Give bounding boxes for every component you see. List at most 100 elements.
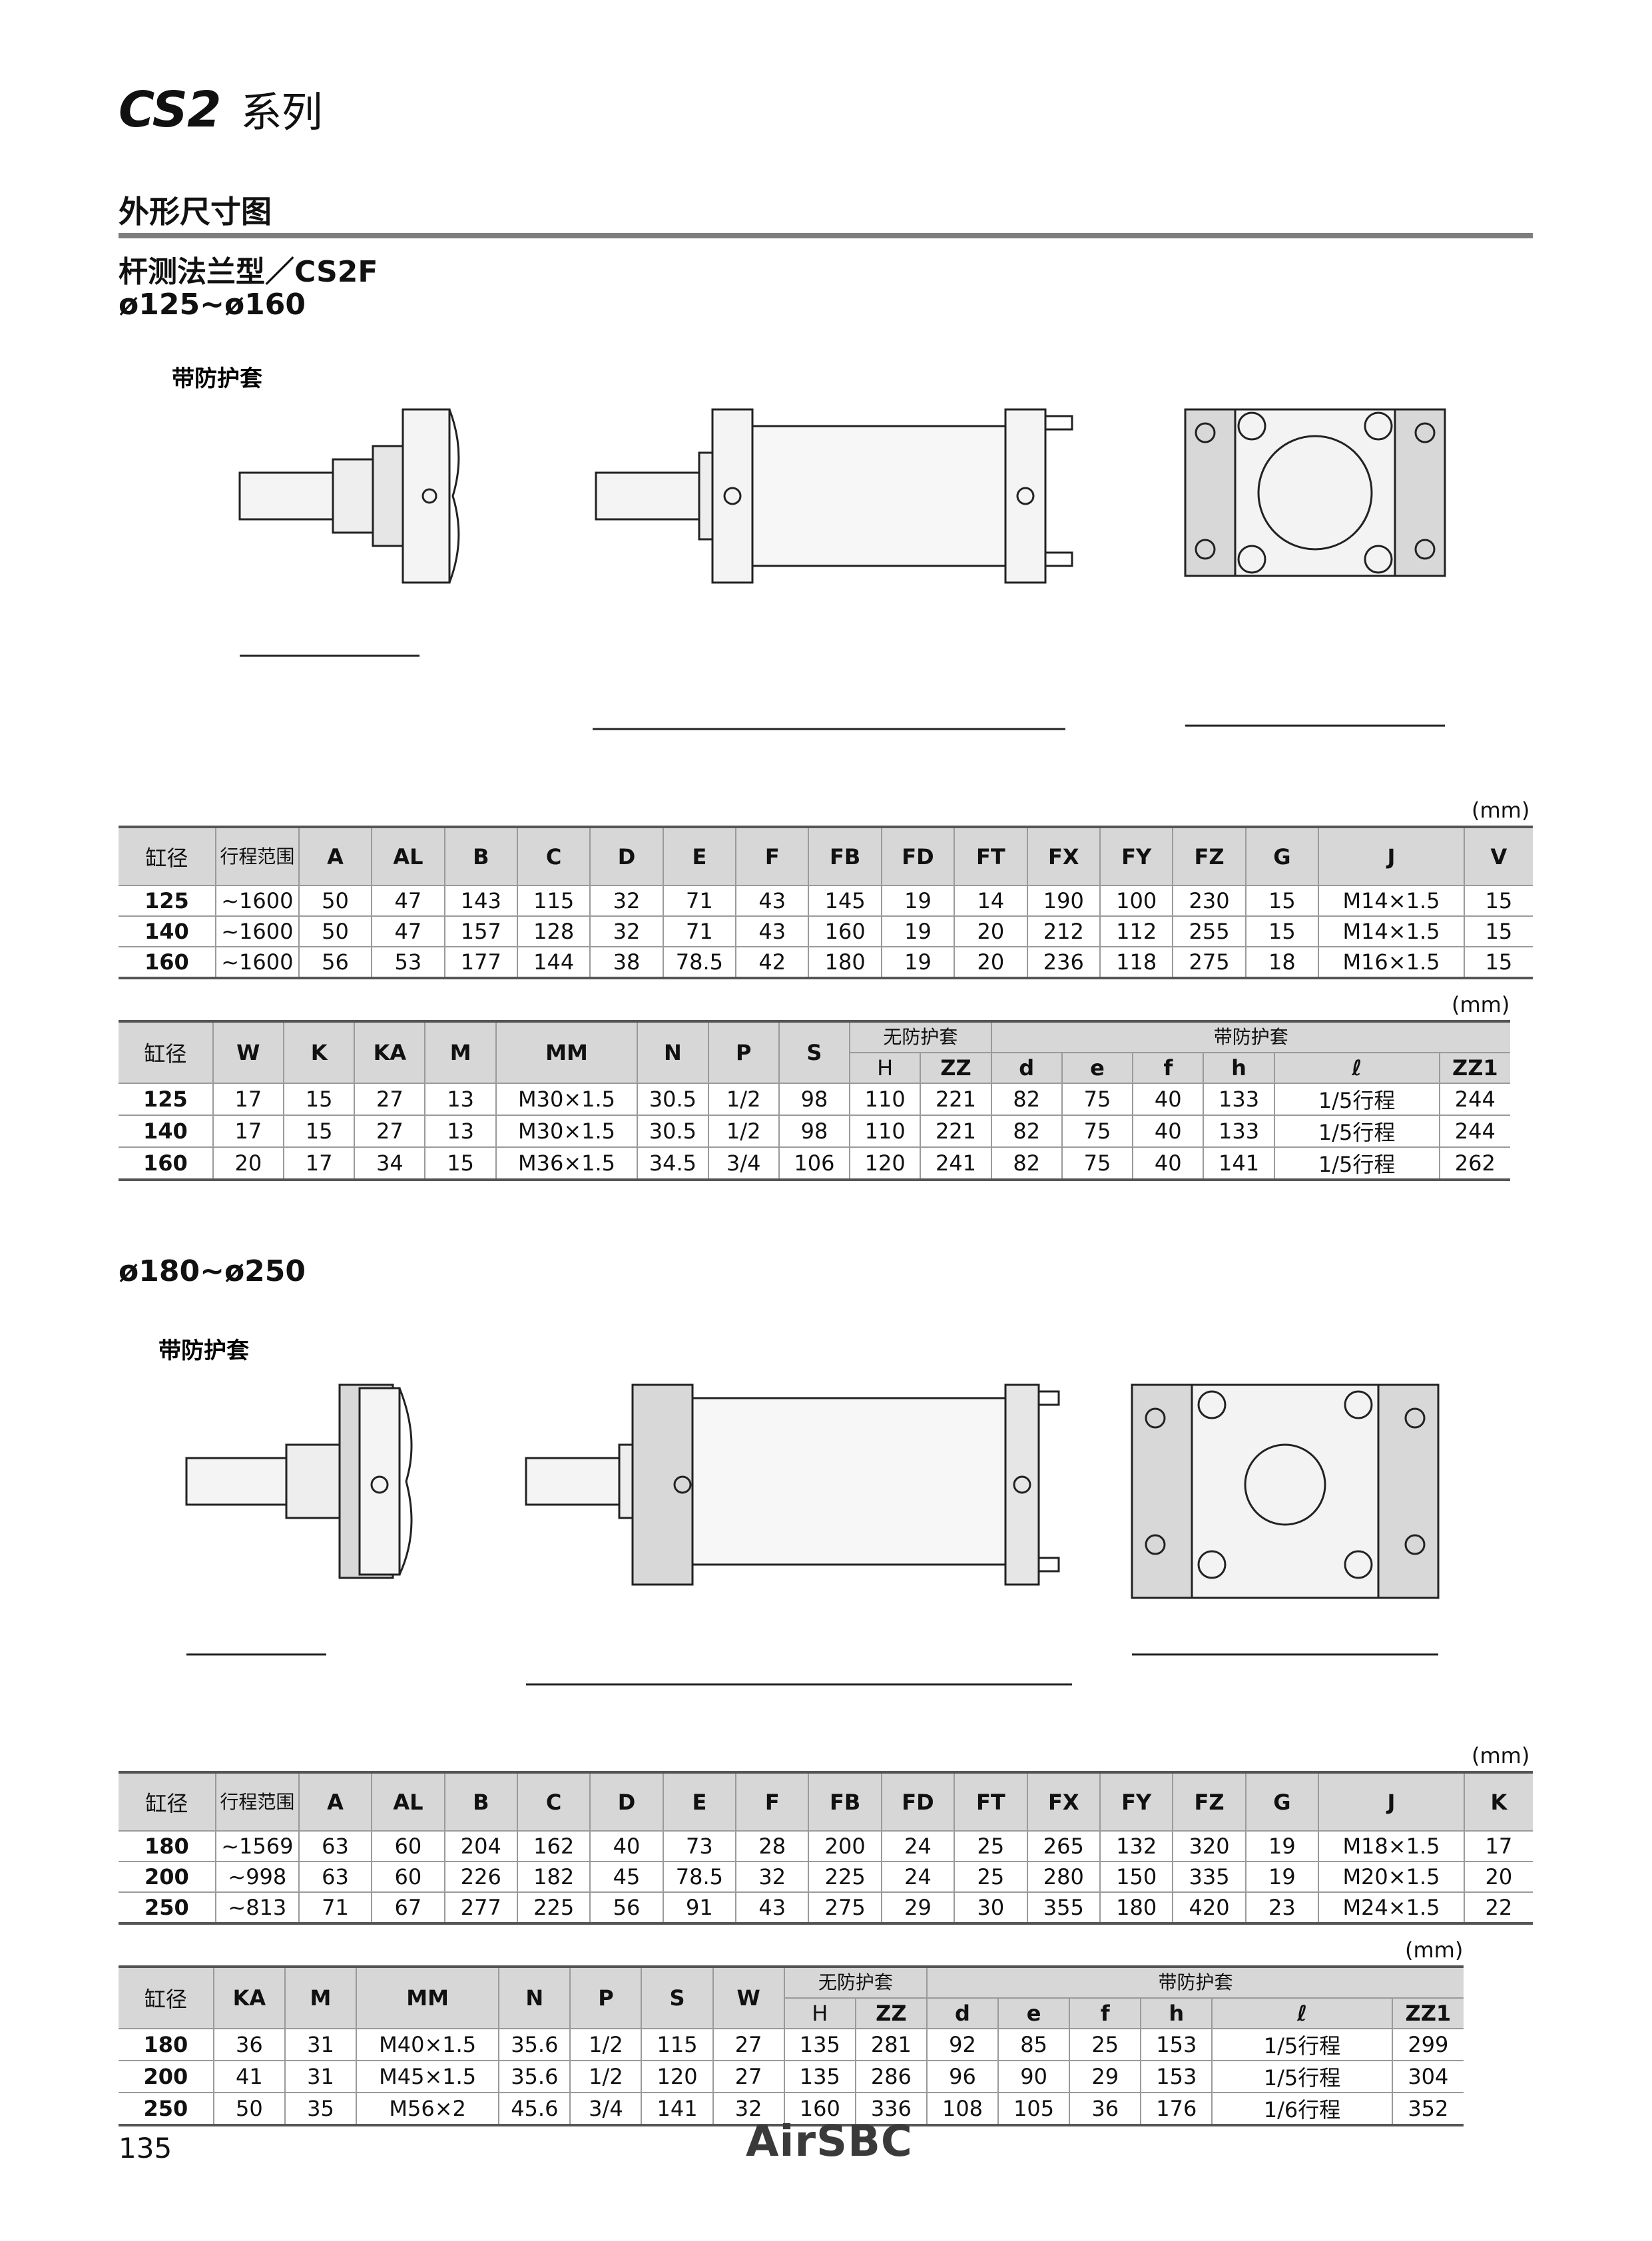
t3-cell: 23: [1244, 1891, 1320, 1925]
t3-cell: 204: [443, 1830, 518, 1862]
t1-header-13: FY: [1099, 826, 1174, 886]
t3-header-2: A: [298, 1771, 373, 1832]
t1-header-15: G: [1244, 826, 1320, 886]
t4-header-6: S: [641, 1965, 714, 2029]
t2-cell: 34.5: [637, 1146, 709, 1181]
t2-cell: 106: [778, 1146, 851, 1181]
t3-cell: 226: [443, 1861, 518, 1893]
unit-label-3: (mm): [1472, 1743, 1530, 1768]
t2-header-0: 缸径: [119, 1020, 214, 1084]
t4-subheader: e: [997, 1997, 1071, 2029]
t2-cell: 15: [424, 1146, 497, 1181]
t4-cell: 1/5行程: [1211, 2060, 1393, 2093]
t1-cell: 42: [735, 946, 810, 979]
t2-cell: 160: [119, 1146, 214, 1181]
t1-cell: 143: [443, 885, 518, 917]
t1-header-17: V: [1463, 826, 1533, 886]
t4-cell: 27: [712, 2060, 785, 2093]
t2-cell: 30.5: [637, 1115, 709, 1148]
t4-cell: 36: [212, 2028, 286, 2061]
series-suffix: 系列: [240, 88, 322, 136]
t2-cell: 262: [1438, 1146, 1510, 1181]
t3-header-7: E: [662, 1771, 737, 1832]
t2-cell: 75: [1061, 1146, 1134, 1181]
t1-cell: ~1600: [214, 946, 300, 979]
dimension-drawing-1: 带防护套: [172, 366, 1446, 730]
t3-cell: 24: [880, 1830, 956, 1862]
section-title: 外形尺寸图: [119, 194, 272, 230]
t1-cell: 18: [1244, 946, 1320, 979]
t1-cell: 212: [1026, 915, 1101, 947]
t1-cell: 190: [1026, 885, 1101, 917]
t4-cell: 160: [783, 2092, 856, 2126]
t2-cell: 27: [354, 1083, 426, 1116]
t2-subheader: d: [990, 1052, 1063, 1084]
t3-cell: 19: [1244, 1861, 1320, 1893]
boot-label-1: 带防护套: [172, 366, 262, 392]
t4-header-3: MM: [356, 1965, 500, 2029]
t2-header-7: P: [707, 1020, 780, 1084]
t4-cell: 304: [1391, 2060, 1464, 2093]
t2-cell: 40: [1132, 1083, 1205, 1116]
t1-cell: 71: [662, 885, 737, 917]
t3-header-15: G: [1244, 1771, 1320, 1832]
t2-cell: 3/4: [707, 1146, 780, 1181]
t3-cell: 355: [1026, 1891, 1101, 1925]
t2-subheader: ℓ: [1273, 1052, 1440, 1084]
t1-cell: 100: [1099, 885, 1174, 917]
t3-cell: 335: [1172, 1861, 1246, 1893]
t3-cell: 32: [735, 1861, 810, 1893]
t1-cell: 236: [1026, 946, 1101, 979]
t3-cell: ~998: [214, 1861, 300, 1893]
bore-range-1: ø125~ø160: [119, 288, 306, 322]
t1-cell: 118: [1099, 946, 1174, 979]
t2-cell: 82: [990, 1083, 1063, 1116]
t3-cell: 25: [954, 1861, 1028, 1893]
t4-header-5: P: [569, 1965, 643, 2029]
t1-cell: ~1600: [214, 915, 300, 947]
t1-cell: 160: [808, 915, 882, 947]
t3-cell: 40: [589, 1830, 664, 1862]
t3-cell: 24: [880, 1861, 956, 1893]
t2-cell: 221: [920, 1083, 992, 1116]
t2-header-3: KA: [354, 1020, 426, 1084]
t3-cell: 56: [589, 1891, 664, 1925]
t4-header-2: M: [284, 1965, 358, 2029]
t3-cell: 182: [516, 1861, 591, 1893]
t3-header-1: 行程范围: [214, 1771, 300, 1832]
t2-cell: 98: [778, 1115, 851, 1148]
t3-cell: 28: [735, 1830, 810, 1862]
t4-cell: 153: [1140, 2060, 1213, 2093]
t1-cell: 50: [298, 915, 373, 947]
t3-header-5: C: [516, 1771, 591, 1832]
section-rule: [119, 233, 1533, 238]
t4-cell: 299: [1391, 2028, 1464, 2061]
t1-header-16: J: [1318, 826, 1465, 886]
t4-cell: 105: [997, 2092, 1071, 2126]
t4-cell: 25: [1069, 2028, 1142, 2061]
t2-header-2: K: [282, 1020, 356, 1084]
t4-subheader: ZZ1: [1391, 1997, 1464, 2029]
t2-subheader: f: [1132, 1052, 1205, 1084]
t3-cell: 73: [662, 1830, 737, 1862]
t4-cell: 32: [712, 2092, 785, 2126]
t1-cell: 177: [443, 946, 518, 979]
t2-cell: 1/5行程: [1273, 1146, 1440, 1181]
t3-cell: 91: [662, 1891, 737, 1925]
t2-cell: 140: [119, 1115, 214, 1148]
dimension-drawing-2: 带防护套: [158, 1338, 1440, 1686]
t1-cell: 19: [880, 885, 956, 917]
t3-cell: 71: [298, 1891, 373, 1925]
t2-cell: 17: [212, 1115, 284, 1148]
t3-cell: M20×1.5: [1318, 1861, 1465, 1893]
t4-cell: 176: [1140, 2092, 1213, 2126]
t2-cell: 17: [212, 1083, 284, 1116]
t4-header-0: 缸径: [119, 1965, 214, 2029]
t4-cell: 108: [926, 2092, 999, 2126]
